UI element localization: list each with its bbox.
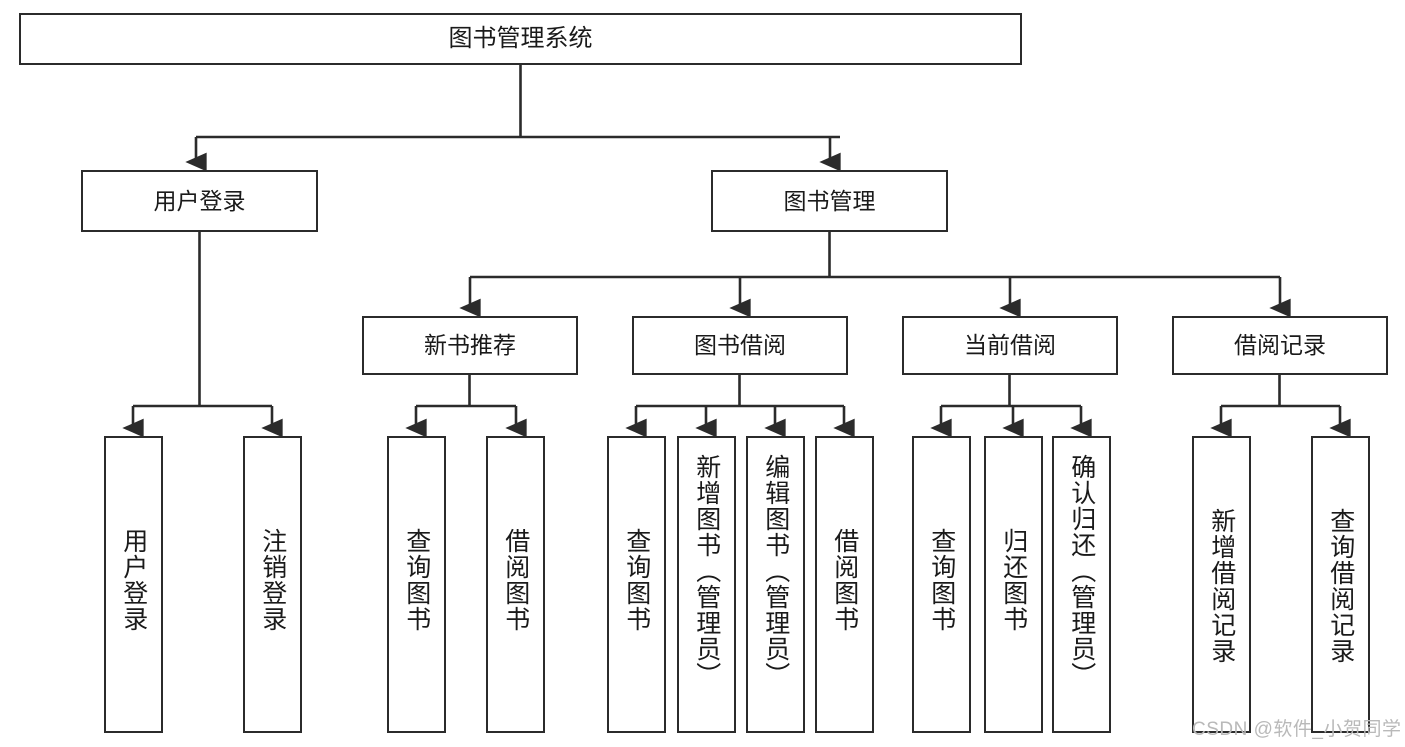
node-label: 新书推荐: [424, 332, 516, 358]
node-label: 确认归还（管理员）: [1067, 454, 1096, 688]
node-label: 图书管理系统: [448, 25, 593, 52]
node-label: 用户登录: [153, 187, 246, 214]
node-label: 新增图书（管理员）: [692, 454, 721, 688]
node-current-borrow[interactable]: 当前借阅: [902, 316, 1118, 375]
node-leaf-edit-book-admin[interactable]: 编辑图书（管理员）: [746, 436, 805, 733]
node-leaf-borrow-book-2[interactable]: 借阅图书: [815, 436, 874, 733]
node-leaf-confirm-return-admin[interactable]: 确认归还（管理员）: [1052, 436, 1111, 733]
node-label: 当前借阅: [964, 332, 1056, 358]
node-borrow-record[interactable]: 借阅记录: [1172, 316, 1388, 375]
node-leaf-borrow-book-1[interactable]: 借阅图书: [486, 436, 545, 733]
node-user-login[interactable]: 用户登录: [81, 170, 318, 232]
node-label: 用户登录: [119, 528, 148, 632]
node-label: 查询图书: [927, 528, 956, 632]
node-label: 归还图书: [999, 528, 1028, 632]
node-book-borrow[interactable]: 图书借阅: [632, 316, 848, 375]
node-leaf-query-book-3[interactable]: 查询图书: [912, 436, 971, 733]
node-label: 新增借阅记录: [1207, 508, 1236, 664]
node-leaf-return-book[interactable]: 归还图书: [984, 436, 1043, 733]
watermark-text: CSDN @软件_小贺同学: [1192, 719, 1402, 740]
node-label: 查询借阅记录: [1326, 508, 1355, 664]
node-leaf-user-login[interactable]: 用户登录: [104, 436, 163, 733]
node-new-book-rec[interactable]: 新书推荐: [362, 316, 578, 375]
node-leaf-user-logout[interactable]: 注销登录: [243, 436, 302, 733]
node-leaf-query-book-2[interactable]: 查询图书: [607, 436, 666, 733]
node-label: 图书管理: [783, 187, 876, 214]
node-label: 查询图书: [622, 528, 651, 632]
node-label: 借阅图书: [830, 528, 859, 632]
node-label: 图书借阅: [694, 332, 786, 358]
node-label: 编辑图书（管理员）: [761, 454, 790, 688]
node-label: 查询图书: [402, 528, 431, 632]
node-root-system[interactable]: 图书管理系统: [19, 13, 1022, 65]
node-leaf-query-borrow-record[interactable]: 查询借阅记录: [1311, 436, 1370, 733]
node-label: 借阅图书: [501, 528, 530, 632]
node-leaf-add-borrow-record[interactable]: 新增借阅记录: [1192, 436, 1251, 733]
node-label: 注销登录: [258, 528, 287, 632]
node-leaf-add-book-admin[interactable]: 新增图书（管理员）: [677, 436, 736, 733]
node-leaf-query-book-1[interactable]: 查询图书: [387, 436, 446, 733]
node-label: 借阅记录: [1234, 332, 1326, 358]
node-book-manage[interactable]: 图书管理: [711, 170, 948, 232]
